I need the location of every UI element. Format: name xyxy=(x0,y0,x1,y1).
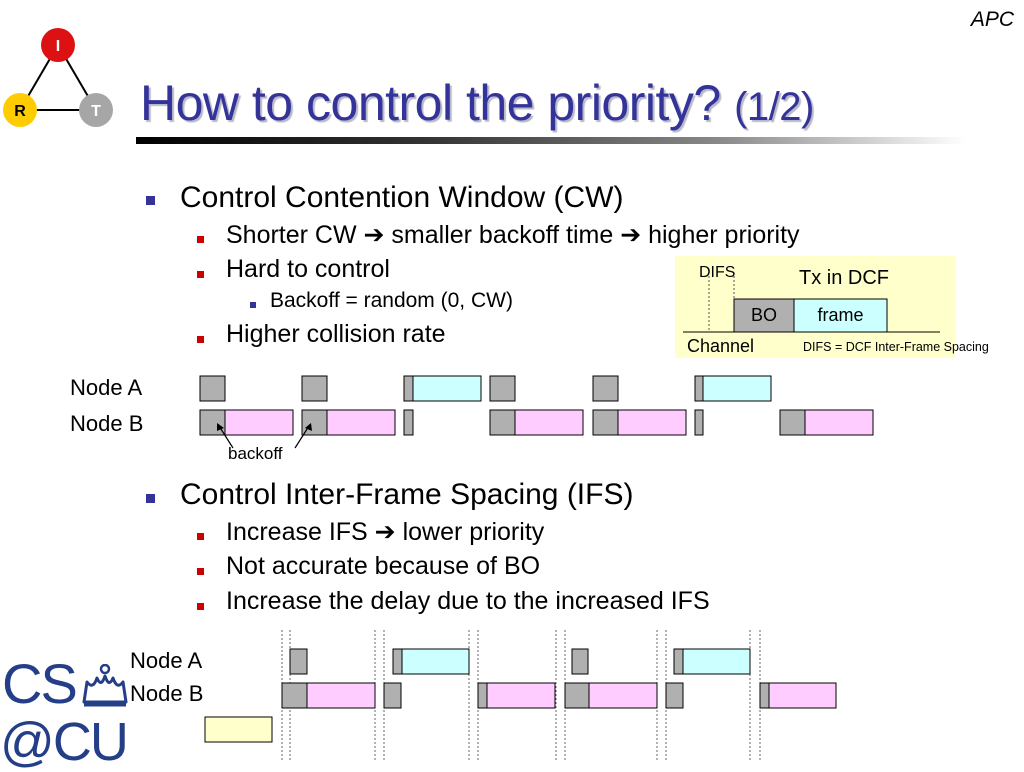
logo-node-left-label: R xyxy=(14,103,26,120)
timeline1-node-a-backoff-slot xyxy=(694,375,704,402)
timeline1-node-a-backoff-slot xyxy=(489,375,516,402)
timeline1-node-a-label: Node A xyxy=(70,375,143,400)
timeline2-node-a-backoff-slot xyxy=(392,648,403,675)
timeline2-node-b-frame xyxy=(588,682,658,709)
legend-frame-label: frame xyxy=(817,305,864,325)
timeline1-node-a-tx-frame xyxy=(412,375,482,402)
timeline2-node-b-frame xyxy=(306,682,376,709)
page-title-sub: (1/2) xyxy=(734,85,814,129)
corner-tag: APC xyxy=(970,8,1014,31)
timeline1-node-b-backoff-slot xyxy=(779,409,806,436)
legend-note: DIFS = DCF Inter-Frame Spacing xyxy=(803,340,989,354)
school-logo-cu: @CU xyxy=(0,712,129,772)
backoff-annotation: backoff xyxy=(228,444,283,463)
timeline2-node-a-backoff-slot xyxy=(571,648,589,675)
timeline1-node-a-backoff-slot xyxy=(403,375,414,402)
legend-diagram xyxy=(683,276,940,333)
timeline1-node-a-backoff-slot xyxy=(301,375,328,402)
bullet-ifs-heading: Control Inter-Frame Spacing (IFS) xyxy=(180,478,634,511)
page-title-main: How to control the priority? xyxy=(140,75,721,131)
timeline2-node-b-backoff-slot xyxy=(759,682,770,709)
bullet-marker xyxy=(197,533,204,540)
bullet-marker xyxy=(197,271,204,278)
timeline1-node-b-frame xyxy=(514,409,584,436)
bullet-marker xyxy=(197,603,204,610)
bullet-cw-subsub-1: Backoff = random (0, CW) xyxy=(270,289,513,312)
timeline1-node-b-backoff-slot xyxy=(694,409,704,436)
timeline1-node-b-frame xyxy=(617,409,687,436)
logo-node-top-label: I xyxy=(56,38,60,55)
timeline1-node-b-label: Node B xyxy=(70,411,144,436)
timeline1-node-b-frame xyxy=(804,409,874,436)
school-logo-cs: CS xyxy=(2,652,78,715)
logo-node-top xyxy=(41,28,75,62)
timeline1-node-b-frame xyxy=(326,409,396,436)
legend-bo-block xyxy=(733,298,795,333)
bullet-marker xyxy=(197,236,204,243)
timeline1-node-a-tx-frame xyxy=(702,375,772,402)
timeline2-node-a-label: Node A xyxy=(130,648,203,673)
logo-node-left xyxy=(3,93,37,127)
backoff-arrowhead xyxy=(217,423,224,431)
bullet-cw-sub-2: Hard to control xyxy=(226,255,390,283)
timeline1-node-a-backoff-slot xyxy=(592,375,619,402)
timeline1-node-b-frame xyxy=(224,409,294,436)
timeline2-node-b-frame xyxy=(486,682,556,709)
timeline2-node-b-backoff-slot xyxy=(477,682,488,709)
bullet-marker xyxy=(197,568,204,575)
timeline1-node-b-backoff-slot xyxy=(403,409,414,436)
crown-icon xyxy=(82,664,128,707)
timeline2-node-b-label: Node B xyxy=(130,681,204,706)
page-title: How to control the priority? (1/2) xyxy=(140,74,814,132)
timeline2-node-b-backoff-slot xyxy=(383,682,402,709)
timeline1-node-b-backoff-slot xyxy=(592,409,619,436)
legend-frame-block xyxy=(793,298,888,333)
legend-difs-label: DIFS xyxy=(699,264,736,281)
timeline2-node-b-frame xyxy=(768,682,837,709)
timeline2-pending-frame xyxy=(204,716,273,743)
bullet-marker xyxy=(146,494,155,503)
timeline1-node-b-backoff-slot xyxy=(489,409,516,436)
bullet-cw-heading: Control Contention Window (CW) xyxy=(180,181,624,214)
bullet-cw-sub-1: Shorter CW ➔ smaller backoff time ➔ high… xyxy=(226,221,800,249)
timeline1-diagram xyxy=(199,375,874,449)
timeline1-node-b-backoff-slot xyxy=(199,409,226,436)
bullet-ifs-sub-3: Increase the delay due to the increased … xyxy=(226,587,710,615)
irt-logo: I R T xyxy=(3,28,113,127)
bullet-ifs-sub-1: Increase IFS ➔ lower priority xyxy=(226,518,545,546)
bullet-marker xyxy=(197,336,204,343)
bullet-marker xyxy=(146,196,155,205)
backoff-arrow xyxy=(218,425,234,449)
logo-node-right xyxy=(79,93,113,127)
bullet-cw-sub-3: Higher collision rate xyxy=(226,320,446,348)
timeline2-diagram xyxy=(204,630,837,760)
backoff-arrow xyxy=(294,425,310,449)
timeline2-node-a-backoff-slot xyxy=(289,648,308,675)
legend-tx-label: Tx in DCF xyxy=(799,267,889,289)
legend-channel-label: Channel xyxy=(687,336,755,356)
timeline2-node-a-tx-frame xyxy=(401,648,470,675)
timeline2-node-b-backoff-slot xyxy=(564,682,590,709)
timeline2-node-b-backoff-slot xyxy=(281,682,308,709)
legend-bo-label: BO xyxy=(750,305,777,325)
timeline2-node-a-backoff-slot xyxy=(673,648,684,675)
timeline2-node-a-tx-frame xyxy=(682,648,751,675)
logo-node-right-label: T xyxy=(91,103,101,120)
bullet-marker xyxy=(250,302,256,308)
bullet-ifs-sub-2: Not accurate because of BO xyxy=(226,552,541,580)
timeline2-node-b-backoff-slot xyxy=(665,682,684,709)
backoff-arrowhead xyxy=(305,423,312,431)
title-underline xyxy=(136,137,966,144)
timeline1-node-a-backoff-slot xyxy=(199,375,226,402)
